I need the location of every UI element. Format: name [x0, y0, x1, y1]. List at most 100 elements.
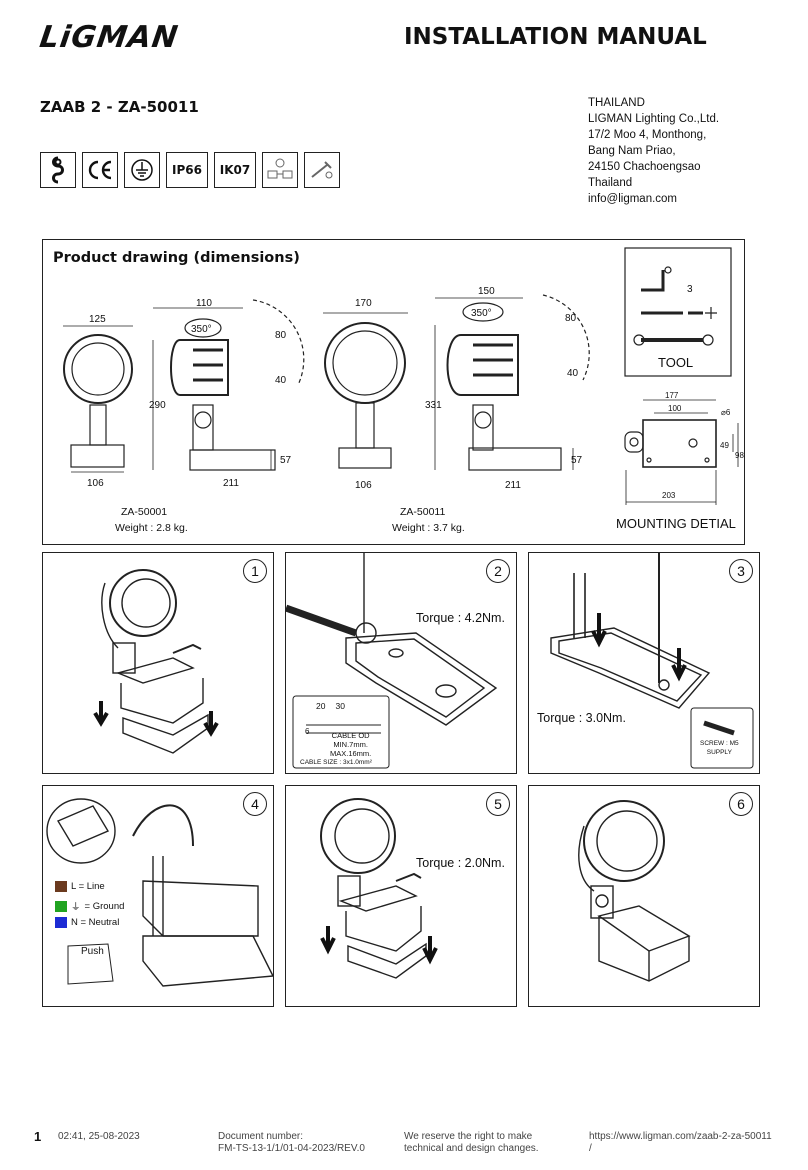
neutral-color-swatch: [55, 917, 67, 928]
ce-mark-icon: [82, 152, 118, 188]
address-line: THAILAND: [588, 97, 645, 109]
dim-350b: 350°: [471, 308, 492, 319]
cable-size: CABLE SIZE : 3x1.0mm²: [300, 759, 372, 766]
step-2-illustration: [286, 553, 498, 769]
dim-150: 150: [478, 286, 495, 297]
step-6-illustration: [578, 800, 691, 982]
model-number: ZAAB 2 - ZA-50011: [40, 98, 199, 116]
mounting-detail-label: MOUNTING DETIAL: [616, 516, 736, 531]
tool-label: TOOL: [658, 355, 694, 370]
push-label: Push: [81, 946, 104, 957]
mount-49: 49: [720, 441, 729, 450]
legend-ground: ⏚ = Ground: [55, 899, 124, 913]
mount-177: 177: [665, 391, 679, 400]
step-4-panel: 4 L = Line ⏚ = Ground N = Neutral Push: [42, 785, 274, 1007]
docnum-label: Document number:: [218, 1131, 304, 1142]
step-4-illustration: [46, 798, 273, 987]
dim-80b: 80: [565, 313, 577, 324]
step-number: 4: [243, 792, 267, 816]
cable-od-block: CABLE OD MIN.7mm. MAX.16mm.: [330, 731, 371, 758]
certification-row: IP66 IK07: [40, 152, 340, 188]
torque-value: Torque : 2.0Nm.: [416, 856, 505, 870]
dim-40a: 40: [275, 375, 287, 386]
docnum-value: FM-TS-13-1/1/01-04-2023/REV.0: [218, 1143, 365, 1154]
dimension-drawing: 125 110 350° 80 40 290 57 106 211 170 15…: [63, 247, 744, 505]
torque-value: Torque : 4.2Nm.: [416, 611, 505, 625]
step-1-panel: 1: [42, 552, 274, 774]
dim-350a: 350°: [191, 324, 212, 335]
step-3-panel: 3 Torque : 3.0Nm. SCREW : M5 SUPPLY: [528, 552, 760, 774]
dim-331: 331: [425, 400, 442, 411]
step-5-illustration: [320, 798, 438, 979]
cable-od-label: CABLE OD: [331, 731, 370, 740]
dim-125: 125: [89, 314, 106, 325]
weight-za50011: Weight : 3.7 kg.: [392, 522, 465, 534]
screw-spec: SCREW : M5 SUPPLY: [700, 739, 739, 757]
strip-20: 20: [316, 701, 326, 711]
footer-url[interactable]: https://www.ligman.com/zaab-2-za-50011 /: [589, 1131, 772, 1155]
step-2-panel: 2 Torque : 4.2Nm. 20 30 6 CABLE OD MIN.7…: [285, 552, 517, 774]
strip-6: 6: [305, 727, 310, 736]
step-number: 2: [486, 559, 510, 583]
cable-min: MIN.7mm.: [333, 740, 368, 749]
address-line: Bang Nam Priao,: [588, 145, 676, 157]
dim-211b: 211: [505, 480, 521, 491]
url-line[interactable]: https://www.ligman.com/zaab-2-za-50011: [589, 1131, 772, 1142]
cable-max: MAX.16mm.: [330, 749, 372, 758]
dim-57b: 57: [571, 455, 583, 466]
strip-30: 30: [335, 701, 345, 711]
ip66-badge: IP66: [166, 152, 208, 188]
step-number: 3: [729, 559, 753, 583]
dim-106b: 106: [355, 480, 372, 491]
cable-strip-dims: 20 30: [316, 701, 345, 711]
url-line[interactable]: /: [589, 1143, 592, 1154]
legend-line: L = Line: [55, 881, 105, 892]
brand-logo: LiGMAN: [37, 20, 181, 55]
dim-80a: 80: [275, 330, 287, 341]
enec-icon: [40, 152, 76, 188]
step-6-panel: 6: [528, 785, 760, 1007]
footer-disclaimer: We reserve the right to make technical a…: [404, 1131, 539, 1155]
model-za50011: ZA-50011: [400, 506, 446, 518]
class1-ground-icon: [124, 152, 160, 188]
mount-phi6: ⌀6: [721, 408, 731, 417]
mount-98: 98: [735, 451, 744, 460]
disclaimer-line: We reserve the right to make: [404, 1131, 533, 1142]
address-line: Thailand: [588, 177, 633, 189]
step-1-illustration: [93, 569, 219, 754]
ik07-badge: IK07: [214, 152, 256, 188]
step-5-panel: 5 Torque : 2.0Nm.: [285, 785, 517, 1007]
step-number: 6: [729, 792, 753, 816]
address-line: LIGMAN Lighting Co.,Ltd.: [588, 113, 720, 125]
tool-swap-icon: [262, 152, 298, 188]
mount-100: 100: [668, 404, 682, 413]
wrench-tool-icon: [304, 152, 340, 188]
dim-211a: 211: [223, 478, 239, 489]
step-3-illustration: [550, 553, 754, 769]
legend-ground-label: = Ground: [84, 900, 125, 912]
dim-170: 170: [355, 298, 372, 309]
line-color-swatch: [55, 881, 67, 892]
company-address: THAILAND LIGMAN Lighting Co.,Ltd. 17/2 M…: [588, 95, 719, 207]
page-title: INSTALLATION MANUAL: [404, 24, 707, 50]
mount-203: 203: [662, 491, 676, 500]
product-drawing-panel: Product drawing (dimensions): [42, 239, 745, 545]
legend-neutral-label: N = Neutral: [71, 917, 120, 928]
disclaimer-line: technical and design changes.: [404, 1143, 539, 1154]
ground-icon: ⏚: [71, 902, 81, 913]
product-drawing-title: Product drawing (dimensions): [53, 250, 300, 266]
dim-106a: 106: [87, 478, 104, 489]
address-line: 24150 Chachoengsao: [588, 161, 701, 173]
ground-color-swatch: [55, 900, 67, 912]
legend-neutral: N = Neutral: [55, 917, 119, 928]
weight-za50001: Weight : 2.8 kg.: [115, 522, 188, 534]
screw-supply: SUPPLY: [706, 749, 732, 756]
dim-110: 110: [196, 298, 212, 309]
address-email: info@ligman.com: [588, 193, 678, 205]
model-za50001: ZA-50001: [121, 506, 168, 518]
step-number: 1: [243, 559, 267, 583]
screw-size: SCREW : M5: [700, 740, 739, 747]
dim-57a: 57: [280, 455, 292, 466]
step-number: 5: [486, 792, 510, 816]
dim-40b: 40: [567, 368, 579, 379]
